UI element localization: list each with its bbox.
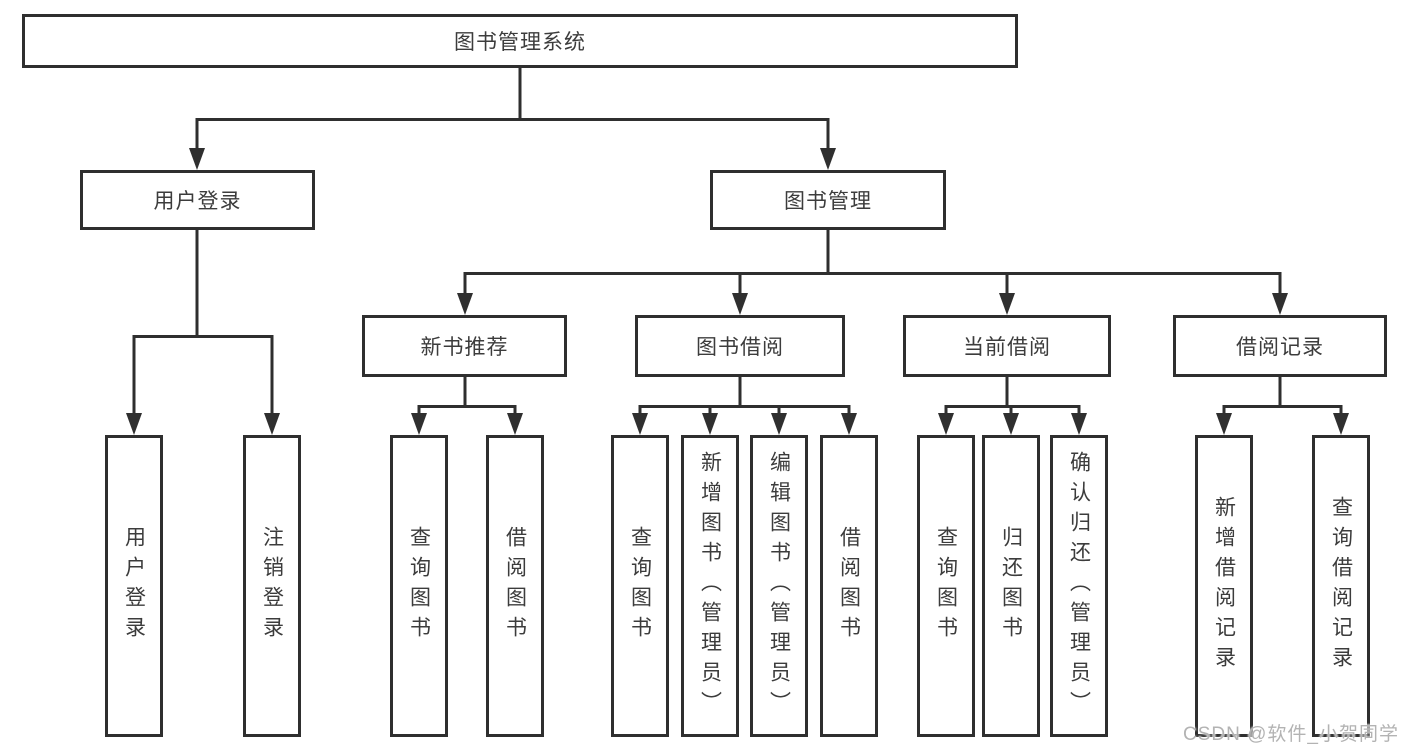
leaf-query-book-borrow-label: 查询图书	[628, 526, 652, 646]
node-book-borrow-label: 图书借阅	[696, 336, 784, 359]
arrowhead-leaf-d2	[1003, 413, 1019, 435]
leaf-return-book-label: 归还图书	[999, 526, 1023, 646]
leaf-add-book-admin: 新增图书（管理员）	[681, 435, 739, 737]
node-root-label: 图书管理系统	[454, 31, 586, 54]
leaf-logout-label: 注销登录	[260, 526, 284, 646]
leaf-add-borrow-record-label: 新增借阅记录	[1212, 496, 1236, 676]
leaf-add-book-admin-label: 新增图书（管理员）	[698, 451, 722, 721]
csdn-watermark: CSDN @软件_小贺同学	[1183, 724, 1399, 745]
arrowhead-user-login	[189, 148, 205, 170]
node-borrow-records-label: 借阅记录	[1236, 336, 1324, 359]
connector-user-login-leaves	[132, 230, 274, 415]
arrowhead-leaf-b2	[507, 413, 523, 435]
arrowhead-leaf-logout	[264, 413, 280, 435]
arrowhead-leaf-c3	[771, 413, 787, 435]
leaf-borrow-book-label: 借阅图书	[837, 526, 861, 646]
arrowhead-leaf-d1	[938, 413, 954, 435]
connector-new-book-leaves	[417, 377, 517, 415]
node-new-book-recommend-label: 新书推荐	[420, 336, 509, 359]
leaf-user-login: 用户登录	[105, 435, 163, 737]
leaf-logout: 注销登录	[243, 435, 301, 737]
arrowhead-cur-borrow	[999, 293, 1015, 315]
leaf-edit-book-admin: 编辑图书（管理员）	[750, 435, 808, 737]
node-root-system: 图书管理系统	[22, 14, 1018, 68]
node-current-borrow-label: 当前借阅	[963, 336, 1051, 359]
leaf-query-book-borrow: 查询图书	[611, 435, 669, 737]
arrowhead-book-borrow	[732, 293, 748, 315]
leaf-query-book-current: 查询图书	[917, 435, 975, 737]
leaf-edit-book-admin-label: 编辑图书（管理员）	[767, 451, 791, 721]
node-book-management-label: 图书管理	[784, 190, 872, 213]
arrowhead-book-mgmt	[820, 148, 836, 170]
leaf-query-book-current-label: 查询图书	[934, 526, 958, 646]
arrowhead-leaf-c4	[841, 413, 857, 435]
arrowhead-new-book	[457, 293, 473, 315]
leaf-user-login-label: 用户登录	[122, 526, 146, 646]
connector-book-mgmt-level3	[463, 230, 1282, 295]
connector-book-borrow-leaves	[638, 377, 851, 415]
node-user-login-label: 用户登录	[153, 190, 242, 213]
leaf-query-borrow-record: 查询借阅记录	[1312, 435, 1370, 737]
node-new-book-recommend: 新书推荐	[362, 315, 567, 377]
leaf-borrow-book: 借阅图书	[820, 435, 878, 737]
node-borrow-records: 借阅记录	[1173, 315, 1387, 377]
leaf-confirm-return-admin-label: 确认归还（管理员）	[1067, 451, 1091, 721]
node-book-borrow: 图书借阅	[635, 315, 845, 377]
connector-cur-borrow-leaves	[944, 377, 1081, 415]
node-book-management: 图书管理	[710, 170, 946, 230]
leaf-return-book: 归还图书	[982, 435, 1040, 737]
arrowhead-leaf-d3	[1071, 413, 1087, 435]
leaf-query-book-recommend: 查询图书	[390, 435, 448, 737]
arrowhead-leaf-b1	[411, 413, 427, 435]
arrowhead-borrow-rec	[1272, 293, 1288, 315]
leaf-add-borrow-record: 新增借阅记录	[1195, 435, 1253, 737]
arrowhead-leaf-c1	[632, 413, 648, 435]
connector-borrow-rec-leaves	[1222, 377, 1343, 415]
arrowhead-leaf-login	[126, 413, 142, 435]
node-user-login: 用户登录	[80, 170, 315, 230]
arrowhead-leaf-e2	[1333, 413, 1349, 435]
connector-root-to-level2	[195, 68, 830, 150]
arrowhead-leaf-c2	[702, 413, 718, 435]
leaf-query-borrow-record-label: 查询借阅记录	[1329, 496, 1353, 676]
leaf-confirm-return-admin: 确认归还（管理员）	[1050, 435, 1108, 737]
node-current-borrow: 当前借阅	[903, 315, 1111, 377]
leaf-borrow-book-recommend: 借阅图书	[486, 435, 544, 737]
leaf-query-book-recommend-label: 查询图书	[407, 526, 431, 646]
leaf-borrow-book-recommend-label: 借阅图书	[503, 526, 527, 646]
arrowhead-leaf-e1	[1216, 413, 1232, 435]
